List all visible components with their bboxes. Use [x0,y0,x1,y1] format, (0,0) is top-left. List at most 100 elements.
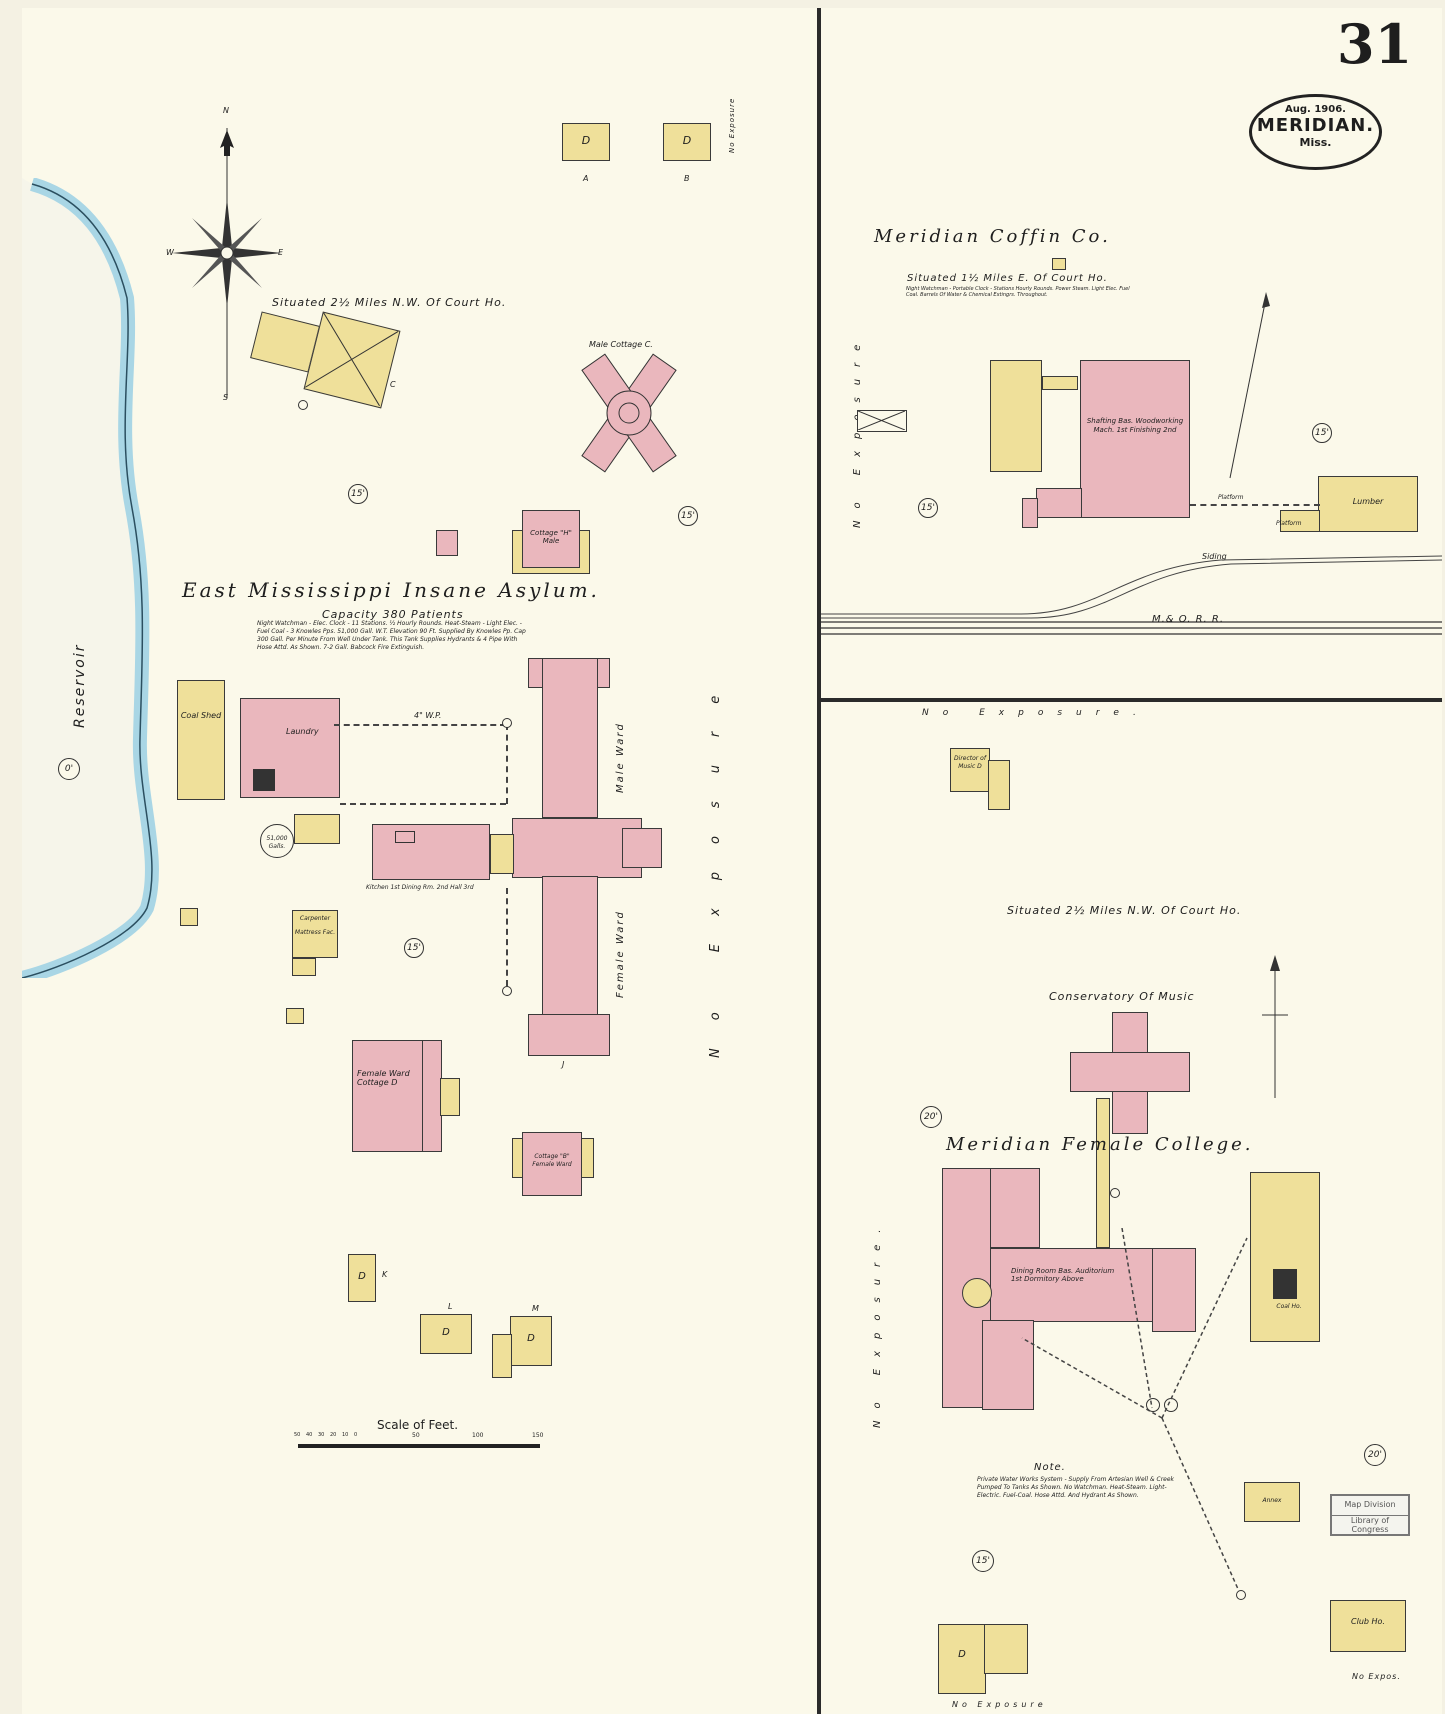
dwelling-m-shed [492,1334,512,1378]
college-note-text: Private Water Works System - Supply From… [977,1476,1175,1499]
conservatory-label: Conservatory Of Music [1049,990,1195,1003]
director-of-music: Director of Music D [950,748,990,792]
scale-tick-6: 50 [412,1432,420,1439]
college-no-exposure-vert: No Exposure. [872,1217,883,1428]
carpenter-shop: Carpenter Mattress Fac. [292,910,338,958]
scale-tick-4: 10 [342,1432,349,1438]
page-number: 31 [1337,12,1413,76]
asylum-east-wing [622,828,662,868]
scale-tick-7: 100 [472,1432,484,1439]
carpenter-annex [292,958,316,976]
scale-tick-1: 40 [306,1432,313,1438]
college-south-wing [982,1320,1034,1410]
coffin-main-building: Shafting Bas. Woodworking Mach. 1st Fini… [1080,360,1190,518]
situated-asylum: Situated 2½ Miles N.W. Of Court Ho. [272,296,507,309]
horizontal-divider [821,698,1442,702]
college-elev-20b: 20' [1364,1444,1386,1466]
well [298,400,308,410]
letter-c-barn: C [390,380,396,389]
coffin-elev-15a: 15' [918,498,938,518]
letter-m: M [532,1304,539,1313]
male-ward-label: Male Ward [615,722,626,793]
college-hydrant-1 [1110,1188,1120,1198]
compass-south: S [223,393,229,402]
water-pipe-label: 4" W.P. [414,711,442,720]
compass-rose [172,128,282,398]
female-ward-label: Female Ward [615,910,626,998]
map-sheet: 31 Aug. 1906. MERIDIAN. Miss. Reservoir … [22,8,1442,1714]
college-elev-15: 15' [972,1550,994,1572]
dwelling-l: D [420,1314,472,1354]
dwelling-m: D [510,1316,552,1366]
college-no-exposure-top: No Exposure. [922,708,1150,718]
college-pipes [1021,1228,1248,1599]
coffin-lumber-shed: Lumber [1318,476,1418,532]
asylum-title: East Mississippi Insane Asylum. [182,578,600,602]
coffin-elev-15b: 15' [1312,423,1332,443]
city-oval: Aug. 1906. MERIDIAN. Miss. [1249,94,1382,170]
railroad-label: M.& O. R. R. [1152,614,1225,625]
college-no-exposure-bottom: No Exposure [952,1700,1047,1709]
barn-large [303,311,401,409]
coal-house: Coal Ho. [1250,1172,1320,1342]
college-dwelling: D [938,1624,986,1694]
cottage-b: Cottage "B" Female Ward [522,1132,582,1196]
railroad-tracks [821,555,1442,635]
hydrant-north [502,718,512,728]
library-stamp: Map Division Library of Congress [1330,1494,1410,1536]
reservoir-elevation: 0' [58,758,80,780]
coffin-canopy [1042,376,1078,390]
compass-north: N [223,106,229,115]
male-cottage-c [581,353,677,473]
compass-west: W [166,248,174,257]
college-situated: Situated 2½ Miles N.W. Of Court Ho. [1007,904,1242,917]
male-cottage-c-label: Male Cottage C. [589,340,653,349]
coffin-small-shed [1052,258,1066,270]
small-shed-k [180,908,198,926]
coffin-platform-label-2: Platform [1276,520,1302,527]
college-hydrant-2 [1236,1590,1246,1600]
scale-bar [298,1444,540,1448]
director-of-music-wing [988,760,1010,810]
reservoir-edge [22,183,153,978]
scale-tick-5: 0 [354,1432,358,1438]
reservoir-shoreline [22,178,159,978]
asylum-south-wing [528,1014,610,1056]
scale-tick-2: 30 [318,1432,325,1438]
college-dining-hall: Dining Room Bas. Auditorium 1st Dormitor… [990,1248,1154,1322]
no-exposure-left-vert: No Exposure [708,667,723,1058]
passage-way [1096,1098,1110,1248]
college-note-title: Note. [1034,1462,1066,1473]
asylum-connector [490,834,514,874]
elevation-15-b: 15' [678,506,698,526]
club-house: Club Ho. [1330,1600,1406,1652]
coal-shed: Coal Shed [177,680,225,800]
dining-label: Kitchen 1st Dining Rm. 2nd Hall 3rd [366,884,474,891]
college-cupola [962,1278,992,1308]
coffin-situated: Situated 1½ Miles E. Of Court Ho. [907,273,1108,284]
letter-j: J [562,1060,565,1069]
female-ward-cottage-d-wing [422,1040,442,1152]
coffin-platform-label-1: Platform [1218,494,1244,501]
coffin-shed-x [857,410,907,432]
conservatory-horizontal [1070,1052,1190,1092]
scale-tick-3: 20 [330,1432,337,1438]
small-shed-1 [286,1008,304,1024]
dwelling-a: D [562,123,610,161]
no-exposure-top-left: No Exposure [728,97,736,153]
reservoir-label: Reservoir [72,643,88,729]
coffin-dry-kiln [990,360,1042,472]
coffin-co-title: Meridian Coffin Co. [874,226,1111,247]
sheet-date: Aug. 1906. [1285,104,1346,115]
asylum-male-ward [542,658,598,818]
college-north-wing [990,1168,1040,1248]
letter-k: K [382,1270,388,1279]
coffin-platform-walk [1190,504,1320,506]
hydrant-south [502,986,512,996]
laundry: Laundry [240,698,340,798]
coffin-engine-room [1036,488,1082,518]
sheet-state: Miss. [1299,136,1332,149]
elevation-15-a: 15' [348,484,368,504]
water-tank: 51,000 Galls. [260,824,294,858]
sheet-city: MERIDIAN. [1256,115,1375,136]
